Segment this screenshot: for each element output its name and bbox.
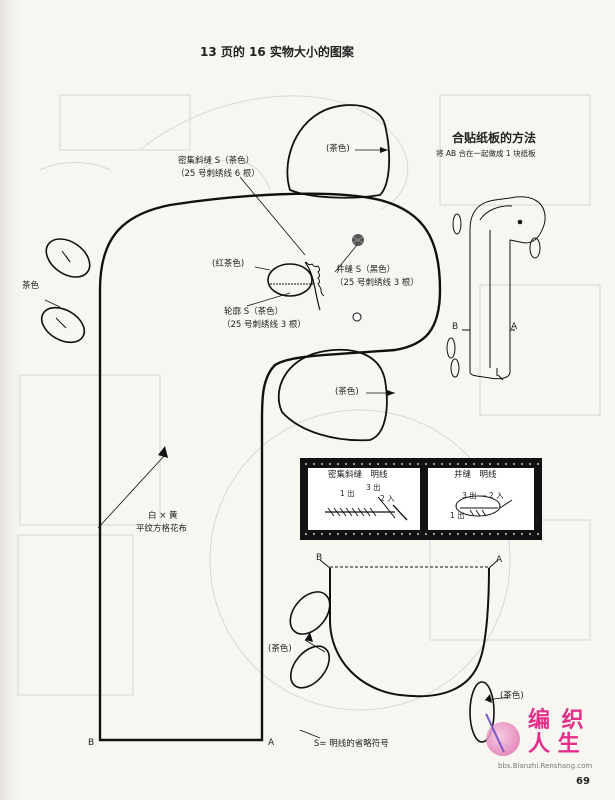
main-pattern-outline <box>98 192 442 742</box>
label-small-brown: (茶色) <box>500 691 524 701</box>
legend-left-out1: 1 出 <box>340 489 355 498</box>
small-circle <box>352 312 362 322</box>
page-title: 13 页的 16 实物大小的图案 <box>200 45 354 59</box>
label-cross-stitch-thread: （25 号刺绣线 3 根） <box>335 278 419 288</box>
label-point-b: B <box>88 738 95 748</box>
legend-left-title: 密集斜缝 明线 <box>326 470 390 481</box>
small-brown-oval <box>469 681 495 743</box>
label-outline-stitch: 轮廓 S（茶色） <box>224 307 284 317</box>
legend-left-in2: 2 入 <box>380 494 395 503</box>
book-spine-shadow <box>0 0 22 800</box>
label-point-a2: A <box>496 555 503 565</box>
label-point-b2: B <box>316 553 323 563</box>
label-fabric-line2: 平纹方格花布 <box>136 524 188 534</box>
legend-right-title: 井缝 明线 <box>452 470 499 481</box>
bottom-oval-bottom <box>289 645 331 689</box>
inset-point-b: B <box>452 322 459 332</box>
label-bottom-brown: (茶色) <box>268 644 292 654</box>
label-satin-stitch-thread: （25 号刺绣线 6 根） <box>176 169 260 179</box>
label-cross-stitch: 井缝 S（黑色） <box>336 265 396 275</box>
inset-title: 合贴纸板的方法 <box>452 131 537 145</box>
left-oval-top <box>45 238 91 278</box>
left-oval-bottom <box>40 306 86 344</box>
watermark-url: bbs.Bianzhi.Renshang.com <box>498 762 593 770</box>
red-brown-oval <box>267 263 313 297</box>
bottom-u-shape <box>329 567 490 698</box>
label-mid-brown: (茶色) <box>335 387 359 397</box>
bottom-oval-top <box>289 591 331 635</box>
background-ghost-art <box>17 94 601 711</box>
top-brown-shape <box>286 104 390 199</box>
inset-subtitle: 将 AB 合在一起做成 1 块纸板 <box>436 149 536 158</box>
label-abbrev-note: S= 明线的省略符号 <box>314 739 389 749</box>
watermark-logo-line2: 人 生 <box>528 732 580 757</box>
watermark-logo-line1: 编 织 <box>528 708 586 733</box>
label-top-brown: (茶色) <box>326 144 350 154</box>
label-left-brown: 茶色 <box>22 281 40 291</box>
inset-point-a: A <box>511 322 518 332</box>
label-point-a: A <box>268 738 275 748</box>
legend-right-in2: 3 出 — 2 入 <box>462 491 504 500</box>
legend-left-out3: 3 出 <box>366 483 381 492</box>
label-fabric-line1: 白 × 黄 <box>148 511 178 521</box>
label-satin-stitch: 密集斜缝 S（茶色） <box>178 156 255 166</box>
label-outline-stitch-thread: （25 号刺绣线 3 根） <box>222 320 306 330</box>
label-red-brown: (红茶色) <box>212 259 245 269</box>
legend-right-out1: 1 出 <box>450 511 465 520</box>
mid-brown-shape <box>277 348 388 442</box>
page-number: 69 <box>576 776 590 787</box>
inset-figure <box>446 196 546 380</box>
